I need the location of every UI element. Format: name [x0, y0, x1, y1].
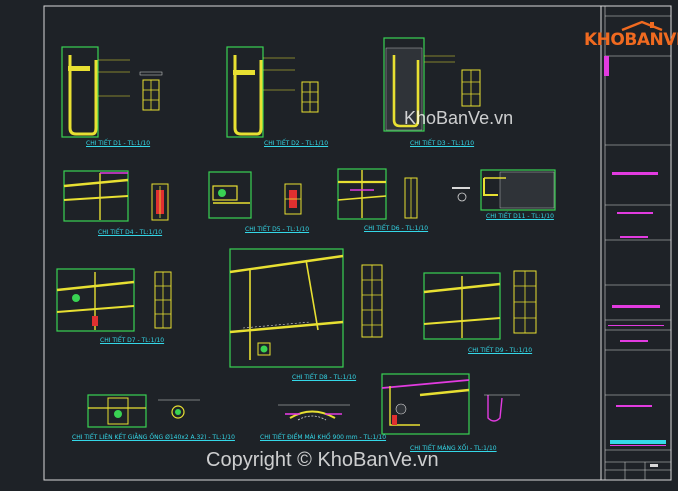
caption-mang-xoi: CHI TIẾT MÁNG XỐI - TL:1/10 — [410, 445, 497, 452]
logo-text-banve: BANVE — [624, 30, 678, 50]
caption-d2: CHI TIẾT D2 - TL:1/10 — [264, 140, 329, 147]
detail-lien-ket — [87, 394, 200, 428]
detail-d6 — [337, 168, 470, 220]
caption-d3: CHI TIẾT D3 - TL:1/10 — [410, 140, 475, 147]
title-block — [600, 6, 671, 480]
caption-d11: CHI TIẾT D11 - TL:1/10 — [486, 213, 554, 220]
detail-d3 — [383, 37, 481, 132]
detail-d1 — [61, 46, 163, 138]
caption-d7: CHI TIẾT D7 - TL:1/10 — [100, 337, 165, 344]
logo-text: KHOBANVE — [584, 30, 678, 50]
detail-d9 — [423, 270, 537, 340]
detail-d2 — [226, 46, 319, 138]
watermark-center: KhoBanVe.vn — [404, 108, 514, 128]
watermark-copyright: Copyright © KhoBanVe.vn — [206, 449, 439, 471]
caption-lien-ket: CHI TIẾT LIÊN KẾT GIẰNG ỐNG Ø140x2 A.32)… — [72, 434, 235, 441]
caption-d9: CHI TIẾT D9 - TL:1/10 — [468, 347, 533, 354]
sheet-border — [43, 5, 672, 481]
caption-d4: CHI TIẾT D4 - TL:1/10 — [98, 229, 163, 236]
caption-d6: CHI TIẾT D6 - TL:1/10 — [364, 225, 429, 232]
detail-mang-xoi — [381, 373, 520, 435]
logo-text-kho: KHO — [584, 30, 625, 50]
detail-d8 — [229, 248, 383, 368]
detail-d11 — [480, 169, 556, 211]
khobanve-logo: KHOBANVE — [584, 20, 678, 50]
caption-d8: CHI TIẾT D8 - TL:1/10 — [292, 374, 357, 381]
detail-d4 — [63, 170, 169, 222]
caption-d5: CHI TIẾT D5 - TL:1/10 — [245, 226, 310, 233]
detail-d7 — [56, 268, 172, 332]
caption-d1: CHI TIẾT D1 - TL:1/10 — [86, 140, 151, 147]
caption-diem-mai: CHI TIẾT ĐIỂM MÁI KHỔ 900 mm - TL:1/10 — [260, 434, 387, 441]
detail-diem-mai — [278, 404, 350, 421]
house-roof-icon — [621, 20, 663, 32]
detail-d5 — [208, 171, 302, 219]
